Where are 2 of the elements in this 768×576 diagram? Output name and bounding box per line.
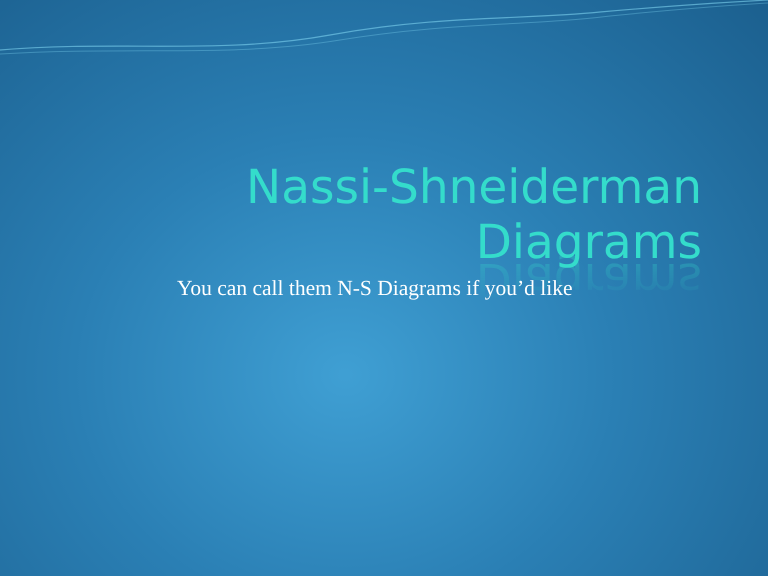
- slide-title: Nassi-Shneiderman Diagrams: [245, 160, 702, 270]
- slide-subtitle: You can call them N-S Diagrams if you’d like: [177, 276, 572, 301]
